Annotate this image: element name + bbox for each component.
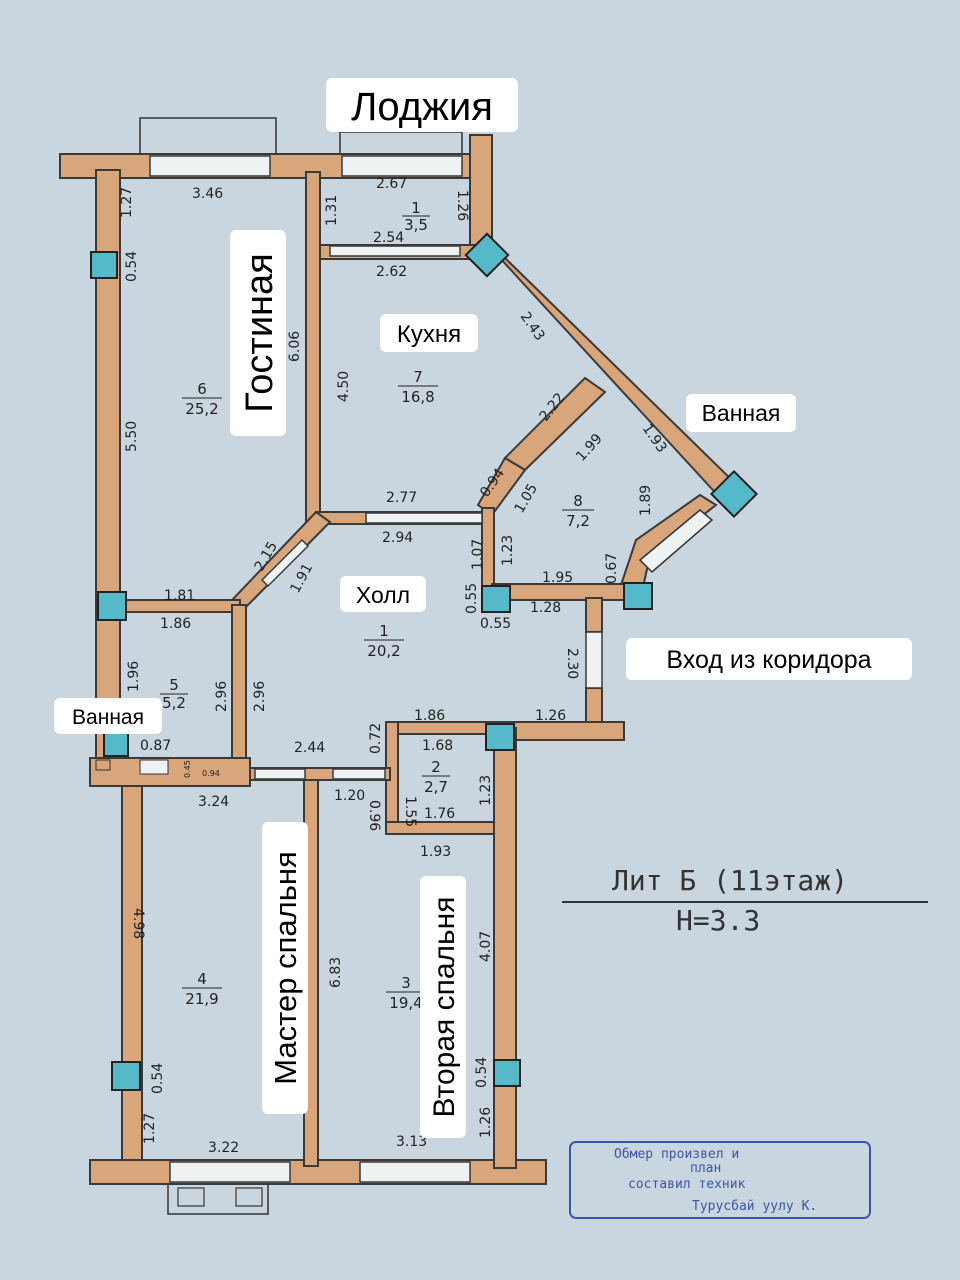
dim-2-62: 2.62 bbox=[376, 264, 407, 280]
dim-1-20: 1.20 bbox=[334, 788, 365, 804]
dim-0-55-h: 0.55 bbox=[480, 616, 511, 632]
dim-1-31: 1.31 bbox=[324, 195, 340, 226]
stamp-line-3: составил техник bbox=[628, 1177, 746, 1192]
label-loggia: Лоджия bbox=[351, 85, 493, 129]
dim-2-96-b: 2.96 bbox=[252, 681, 268, 712]
dim-4-98: 4.98 bbox=[130, 908, 146, 939]
dim-0-54-top: 0.54 bbox=[124, 251, 140, 282]
lit-height: H=3.3 bbox=[676, 904, 760, 937]
label-second-bedroom: Вторая спальня bbox=[428, 897, 461, 1118]
dim-2-96-a: 2.96 bbox=[214, 681, 230, 712]
label-hall: Холл bbox=[356, 582, 410, 608]
room-4-area: 21,9 bbox=[185, 990, 218, 1008]
dim-1-26-top: 1.26 bbox=[454, 190, 470, 221]
hall-area: 20,2 bbox=[367, 642, 400, 660]
dim-0-96: 0.96 bbox=[366, 800, 382, 831]
room-2-area: 2,7 bbox=[424, 778, 448, 796]
room-6-number: 6 bbox=[197, 380, 207, 398]
dim-2-30: 2.30 bbox=[564, 648, 580, 679]
lit-title: Лит Б (11этаж) bbox=[612, 864, 848, 897]
dim-6-83: 6.83 bbox=[328, 957, 344, 988]
dim-2-43: 2.43 bbox=[517, 309, 548, 344]
dim-0-54-right: 0.54 bbox=[474, 1057, 490, 1088]
dim-1-91: 1.91 bbox=[287, 561, 316, 596]
room-2-number: 2 bbox=[431, 758, 441, 776]
bathtub-fixture bbox=[95, 509, 714, 775]
dim-5-50: 5.50 bbox=[124, 421, 140, 452]
dim-1-96: 1.96 bbox=[126, 661, 142, 692]
dim-3-24: 3.24 bbox=[198, 794, 229, 810]
dim-1-05: 1.05 bbox=[512, 481, 541, 516]
room-5-area: 5,2 bbox=[162, 694, 186, 712]
dim-0-87: 0.87 bbox=[140, 738, 171, 754]
dim-1-27-top: 1.27 bbox=[119, 187, 135, 218]
room-8-area: 7,2 bbox=[566, 512, 590, 530]
dim-3-13: 3.13 bbox=[396, 1134, 427, 1150]
dim-1-93-low: 1.93 bbox=[420, 844, 451, 860]
dim-3-46: 3.46 bbox=[192, 186, 223, 202]
stamp-line-1: Обмер произвел и bbox=[614, 1147, 739, 1162]
dim-0-94-small: 0.94 bbox=[202, 769, 220, 778]
dim-1-95: 1.95 bbox=[542, 570, 573, 586]
label-bath-right: Ванная bbox=[702, 400, 781, 426]
dim-0-55-v: 0.55 bbox=[464, 583, 480, 614]
dim-1-27-bottom: 1.27 bbox=[142, 1113, 158, 1144]
dim-1-86-a: 1.86 bbox=[160, 616, 191, 632]
dim-4-50: 4.50 bbox=[336, 371, 352, 402]
room-3-number: 3 bbox=[401, 974, 411, 992]
dim-0-45: 0.45 bbox=[183, 760, 192, 778]
dim-1-99: 1.99 bbox=[573, 431, 606, 465]
room-1-number: 1 bbox=[411, 199, 421, 217]
room-labels: Лоджия Гостиная Кухня Ванная Холл Вход и… bbox=[54, 78, 912, 1138]
dim-2-77: 2.77 bbox=[386, 490, 417, 506]
dim-1-68: 1.68 bbox=[422, 738, 453, 754]
room-7-area: 16,8 bbox=[401, 388, 434, 406]
dimension-labels: 3.46 1.27 0.54 5.50 6.06 2.67 1.31 1.26 … bbox=[119, 176, 670, 1156]
room-7-number: 7 bbox=[413, 368, 423, 386]
dim-1-07: 1.07 bbox=[470, 539, 486, 570]
room-numbers: 1 3,5 7 16,8 6 25,2 8 7,2 1 20,2 5 5,2 2… bbox=[160, 199, 594, 1012]
room-6-area: 25,2 bbox=[185, 400, 218, 418]
dim-1-28: 1.28 bbox=[530, 600, 561, 616]
dim-3-22: 3.22 bbox=[208, 1140, 239, 1156]
lit-annotation: Лит Б (11этаж) H=3.3 bbox=[562, 864, 928, 937]
label-master-bedroom: Мастер спальня bbox=[268, 851, 303, 1085]
dim-1-55: 1.55 bbox=[402, 796, 418, 827]
label-kitchen: Кухня bbox=[397, 321, 461, 348]
dim-1-76: 1.76 bbox=[424, 806, 455, 822]
dim-2-54: 2.54 bbox=[373, 230, 404, 246]
dim-0-54-left: 0.54 bbox=[150, 1063, 166, 1094]
dim-1-26-mid: 1.26 bbox=[535, 708, 566, 724]
hall-number: 1 bbox=[379, 622, 389, 640]
room-4-number: 4 bbox=[197, 970, 207, 988]
label-living: Гостиная bbox=[239, 253, 281, 413]
dim-2-44: 2.44 bbox=[294, 740, 325, 756]
room-8-number: 8 bbox=[573, 492, 583, 510]
dim-6-06: 6.06 bbox=[287, 331, 303, 362]
windows bbox=[149, 155, 603, 1183]
dim-1-86-b: 1.86 bbox=[414, 708, 445, 724]
dim-0-67: 0.67 bbox=[604, 553, 620, 584]
dim-4-07: 4.07 bbox=[478, 931, 494, 962]
dim-1-26-bottom: 1.26 bbox=[478, 1107, 494, 1138]
stamp-line-2: план bbox=[690, 1161, 721, 1176]
room-3-area: 19,4 bbox=[389, 994, 422, 1012]
dim-1-81: 1.81 bbox=[164, 588, 195, 604]
dim-1-23-bath2: 1.23 bbox=[478, 775, 494, 806]
stamp-line-4: Турусбай уулу К. bbox=[692, 1199, 817, 1214]
room-1-area: 3,5 bbox=[404, 216, 428, 234]
label-entrance: Вход из коридора bbox=[666, 646, 871, 674]
dim-1-23-right: 1.23 bbox=[500, 535, 516, 566]
dim-2-67: 2.67 bbox=[376, 176, 407, 192]
dim-2-94: 2.94 bbox=[382, 530, 413, 546]
room-5-number: 5 bbox=[169, 676, 179, 694]
label-bath-left: Ванная bbox=[72, 706, 144, 729]
columns bbox=[90, 232, 759, 1091]
dim-1-89: 1.89 bbox=[638, 485, 654, 516]
dim-0-72: 0.72 bbox=[368, 723, 384, 754]
surveyor-stamp: Обмер произвел и план составил техник Ту… bbox=[569, 1141, 871, 1219]
